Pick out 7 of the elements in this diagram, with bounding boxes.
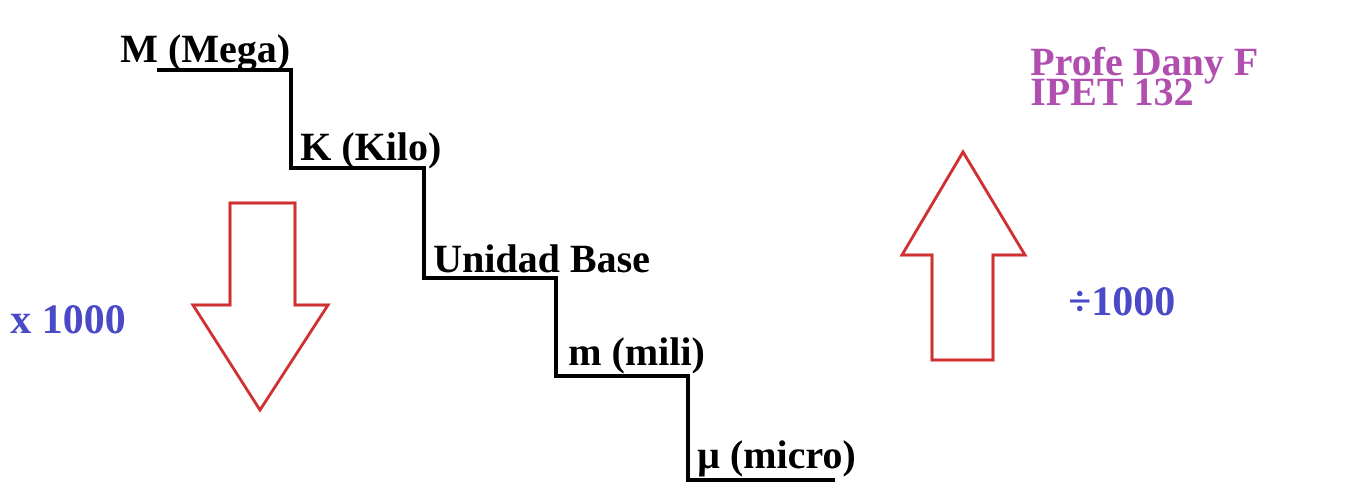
text-label: μ (micro) [697, 440, 854, 477]
text-label: K (Kilo) [300, 132, 440, 169]
text-label: ÷1000 [1069, 287, 1174, 316]
text-label: m (mili) [569, 337, 704, 374]
text-label: x 1000 [10, 305, 125, 334]
text-label: M (Mega) [120, 34, 289, 71]
text-label: Unidad Base [434, 244, 649, 273]
